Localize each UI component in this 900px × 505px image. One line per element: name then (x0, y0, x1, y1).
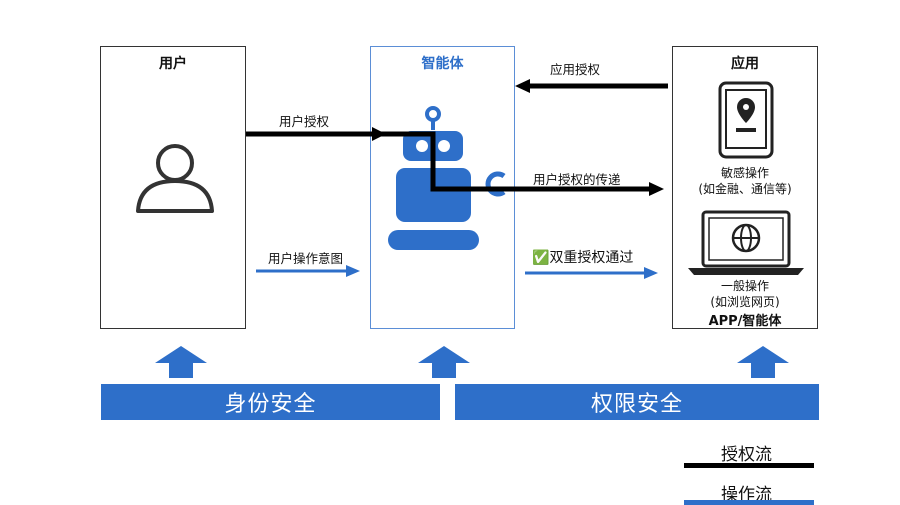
user-auth-label: 用户授权 (279, 114, 330, 129)
auth-transfer-label: 用户授权的传递 (533, 172, 621, 187)
sensitive-op-example: (如金融、通信等) (698, 182, 792, 196)
permission-security-band: 权限安全 (455, 384, 819, 420)
user-box-title: 用户 (159, 56, 187, 72)
up-arrow-agent (418, 346, 470, 378)
dual-auth-label: ✅双重授权通过 (532, 247, 633, 267)
robot-icon (388, 106, 506, 250)
legend-op-flow-line (684, 500, 814, 505)
legend-auth-flow-line (684, 463, 814, 468)
app-auth-arrow (515, 79, 668, 93)
legend-auth-flow-label: 授权流 (721, 445, 772, 465)
dual-auth-arrow (525, 267, 658, 279)
up-arrow-app (737, 346, 789, 378)
general-op-label: 一般操作 (720, 279, 769, 293)
dual-auth-text: 双重授权通过 (549, 250, 634, 266)
app-box-footer: APP/智能体 (708, 314, 782, 329)
laptop-icon (688, 210, 804, 275)
phone-icon (718, 81, 774, 159)
sensitive-op-label: 敏感操作 (720, 166, 769, 180)
identity-security-band: 身份安全 (101, 384, 440, 420)
auth-transfer-arrow (375, 131, 664, 196)
user-intent-arrow (256, 265, 360, 277)
user-intent-label: 用户操作意图 (268, 251, 344, 266)
app-box-title: 应用 (731, 56, 759, 72)
user-icon (136, 144, 214, 213)
up-arrow-user (155, 346, 207, 378)
check-icon: ✅ (532, 250, 550, 266)
agent-box-title: 智能体 (421, 56, 464, 72)
app-auth-label: 应用授权 (550, 62, 601, 77)
general-op-example: (如浏览网页) (710, 295, 780, 309)
user-box: 用户 (100, 46, 246, 329)
